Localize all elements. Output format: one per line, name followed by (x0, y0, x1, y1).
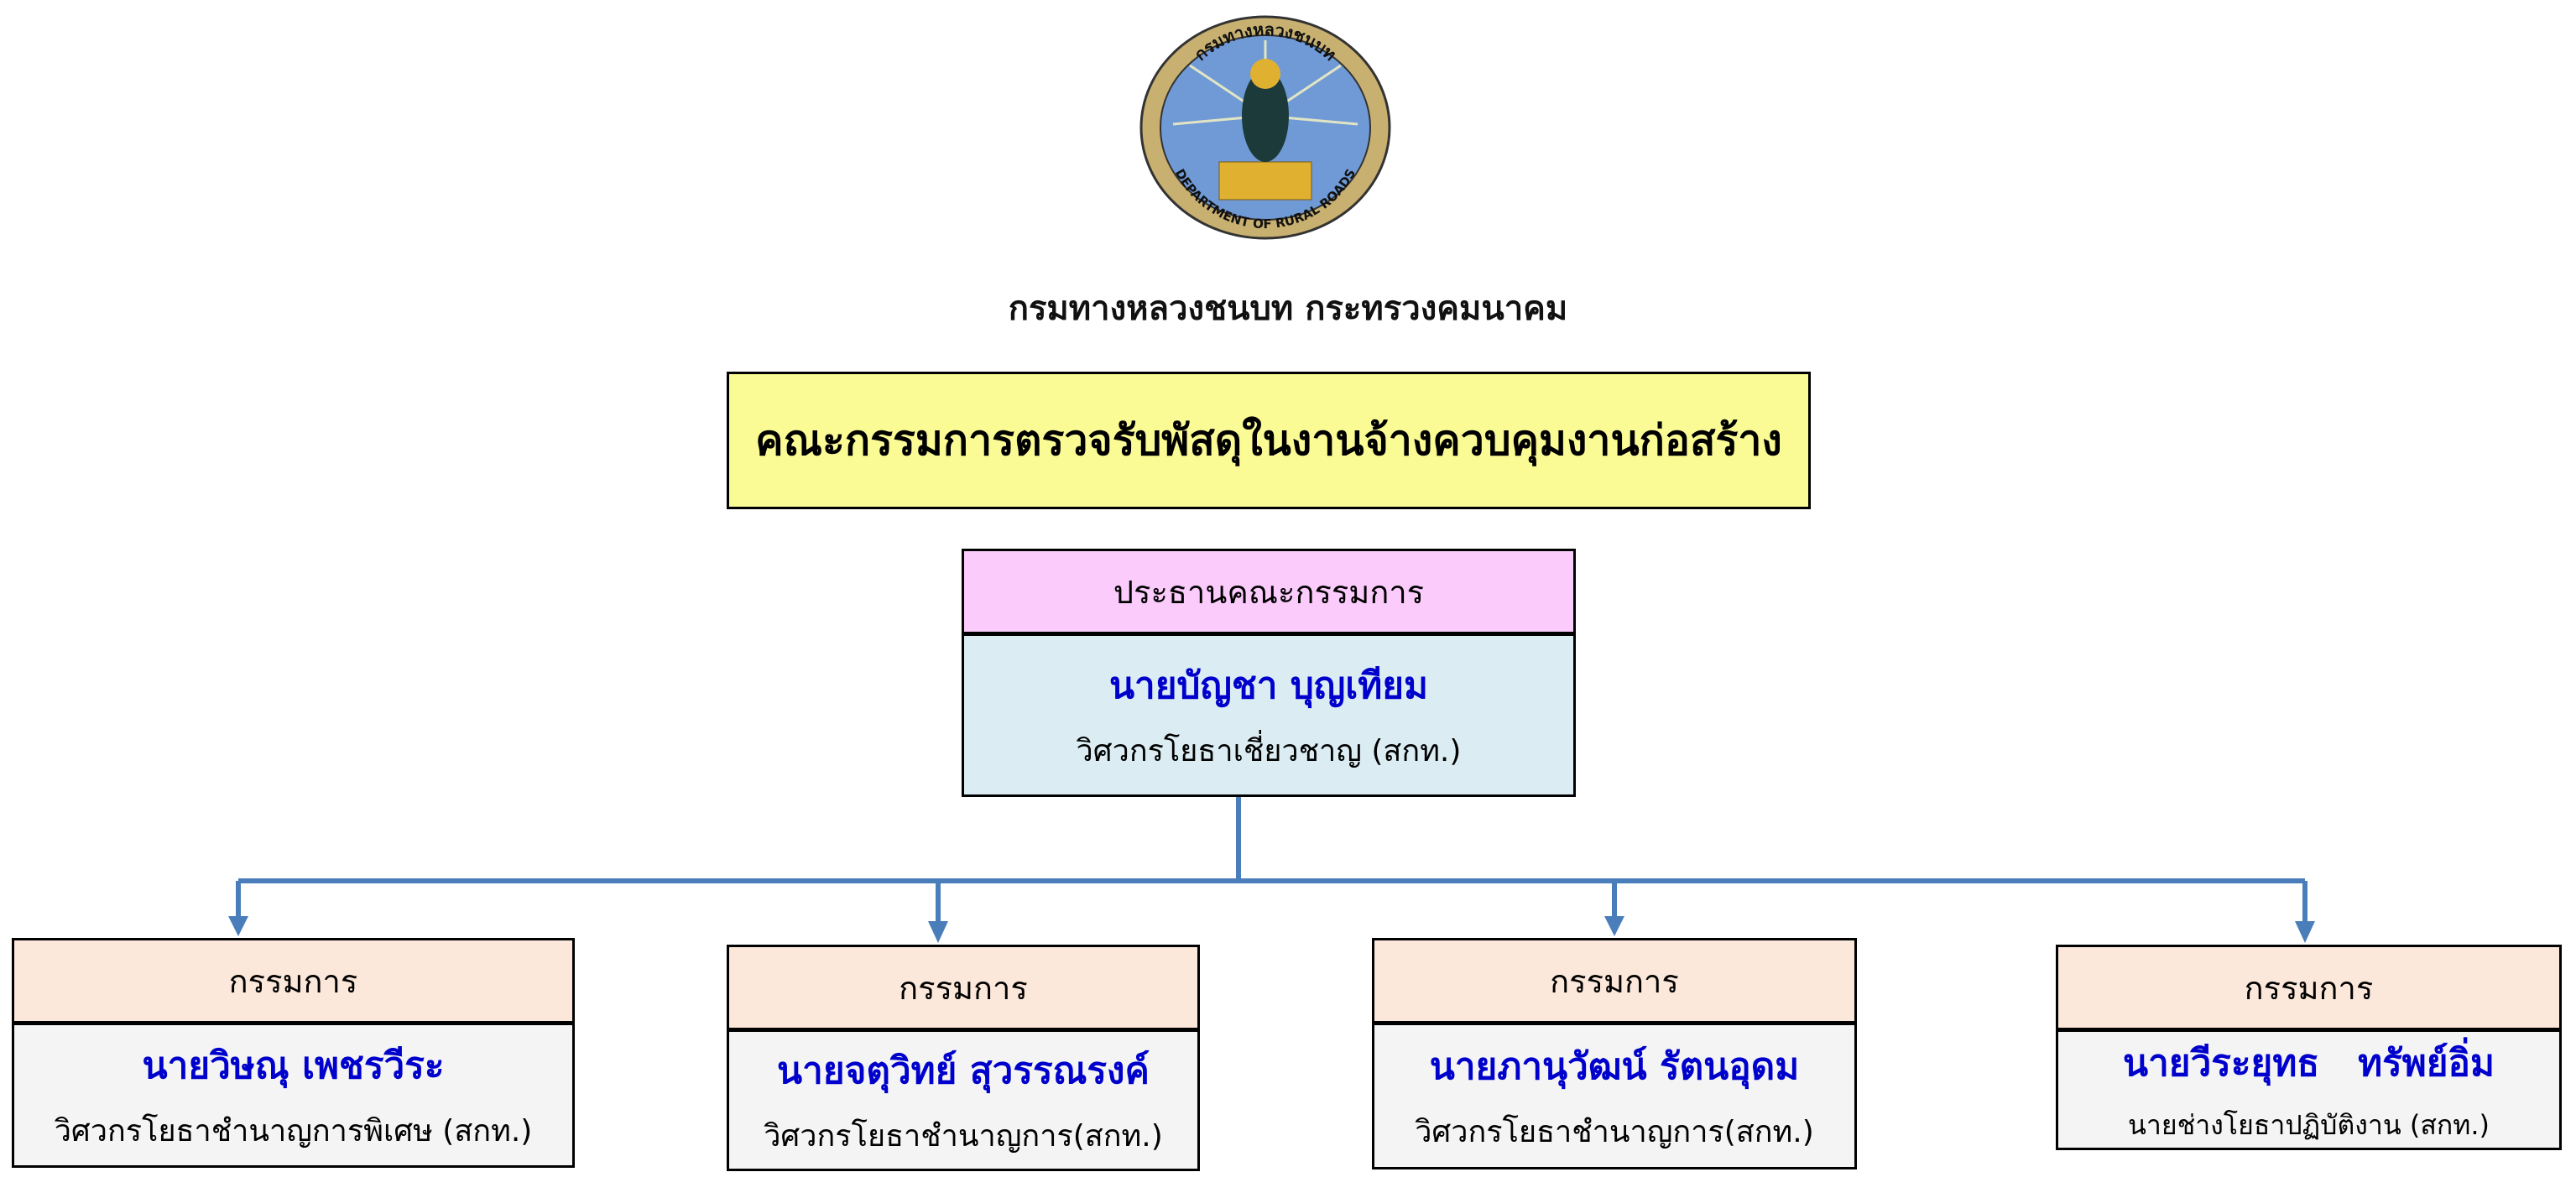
member-box: กรรมการ นายวิษณุ เพชรวีระวิศวกรโยธาชำนาญ… (12, 938, 575, 1168)
member-name: นายวิษณุ เพชรวีระ (142, 1044, 445, 1087)
arrow-head (2295, 921, 2315, 943)
member-role: กรรมการ (1374, 940, 1854, 1025)
chair-box: ประธานคณะกรรมการ นายบัญชา บุญเทียม วิศวก… (962, 549, 1576, 797)
chair-name: นายบัญชา บุญเทียม (1108, 664, 1429, 707)
chair-role: ประธานคณะกรรมการ (964, 551, 1573, 636)
member-position: วิศวกรโยธาชำนาญการพิเศษ (สกท.) (54, 1114, 533, 1149)
member-position: วิศวกรโยธาชำนาญการ(สกท.) (764, 1119, 1163, 1154)
member-name: นายภานุวัฒน์ รัตนอุดม (1429, 1045, 1800, 1088)
member-box: กรรมการ นายภานุวัฒน์ รัตนอุดมวิศวกรโยธาช… (1372, 938, 1857, 1169)
member-role: กรรมการ (729, 947, 1197, 1032)
member-box: กรรมการ นายจตุวิทย์ สุวรรณรงค์วิศวกรโยธา… (727, 945, 1200, 1171)
member-name: นายวีระยุทธ ทรัพย์อิ่ม (2123, 1041, 2495, 1085)
department-of-rural-roads-logo: กรมทางหลวงชนบท DEPARTMENT OF RURAL ROADS (1139, 15, 1391, 240)
arrow-head (1604, 916, 1624, 936)
member-role: กรรมการ (14, 940, 572, 1025)
chair-position: วิศวกรโยธาเชี่ยวชาญ (สกท.) (1076, 734, 1462, 768)
member-name: นายจตุวิทย์ สุวรรณรงค์ (777, 1050, 1150, 1092)
member-position: วิศวกรโยธาชำนาญการ(สกท.) (1415, 1115, 1814, 1149)
member-role: กรรมการ (2058, 947, 2559, 1032)
committee-title: คณะกรรมการตรวจรับพัสดุในงานจ้างควบคุมงาน… (727, 372, 1811, 509)
arrow-head (228, 916, 248, 936)
member-box: กรรมการ นายวีระยุทธ ทรัพย์อิ่มนายช่างโยธ… (2056, 945, 2562, 1150)
member-position: นายช่างโยธาปฏิบัติงาน (สกท.) (2127, 1108, 2490, 1141)
subtitle: กรมทางหลวงชนบท กระทรวงคมนาคม (1008, 289, 1568, 328)
arrow-head (928, 921, 948, 943)
